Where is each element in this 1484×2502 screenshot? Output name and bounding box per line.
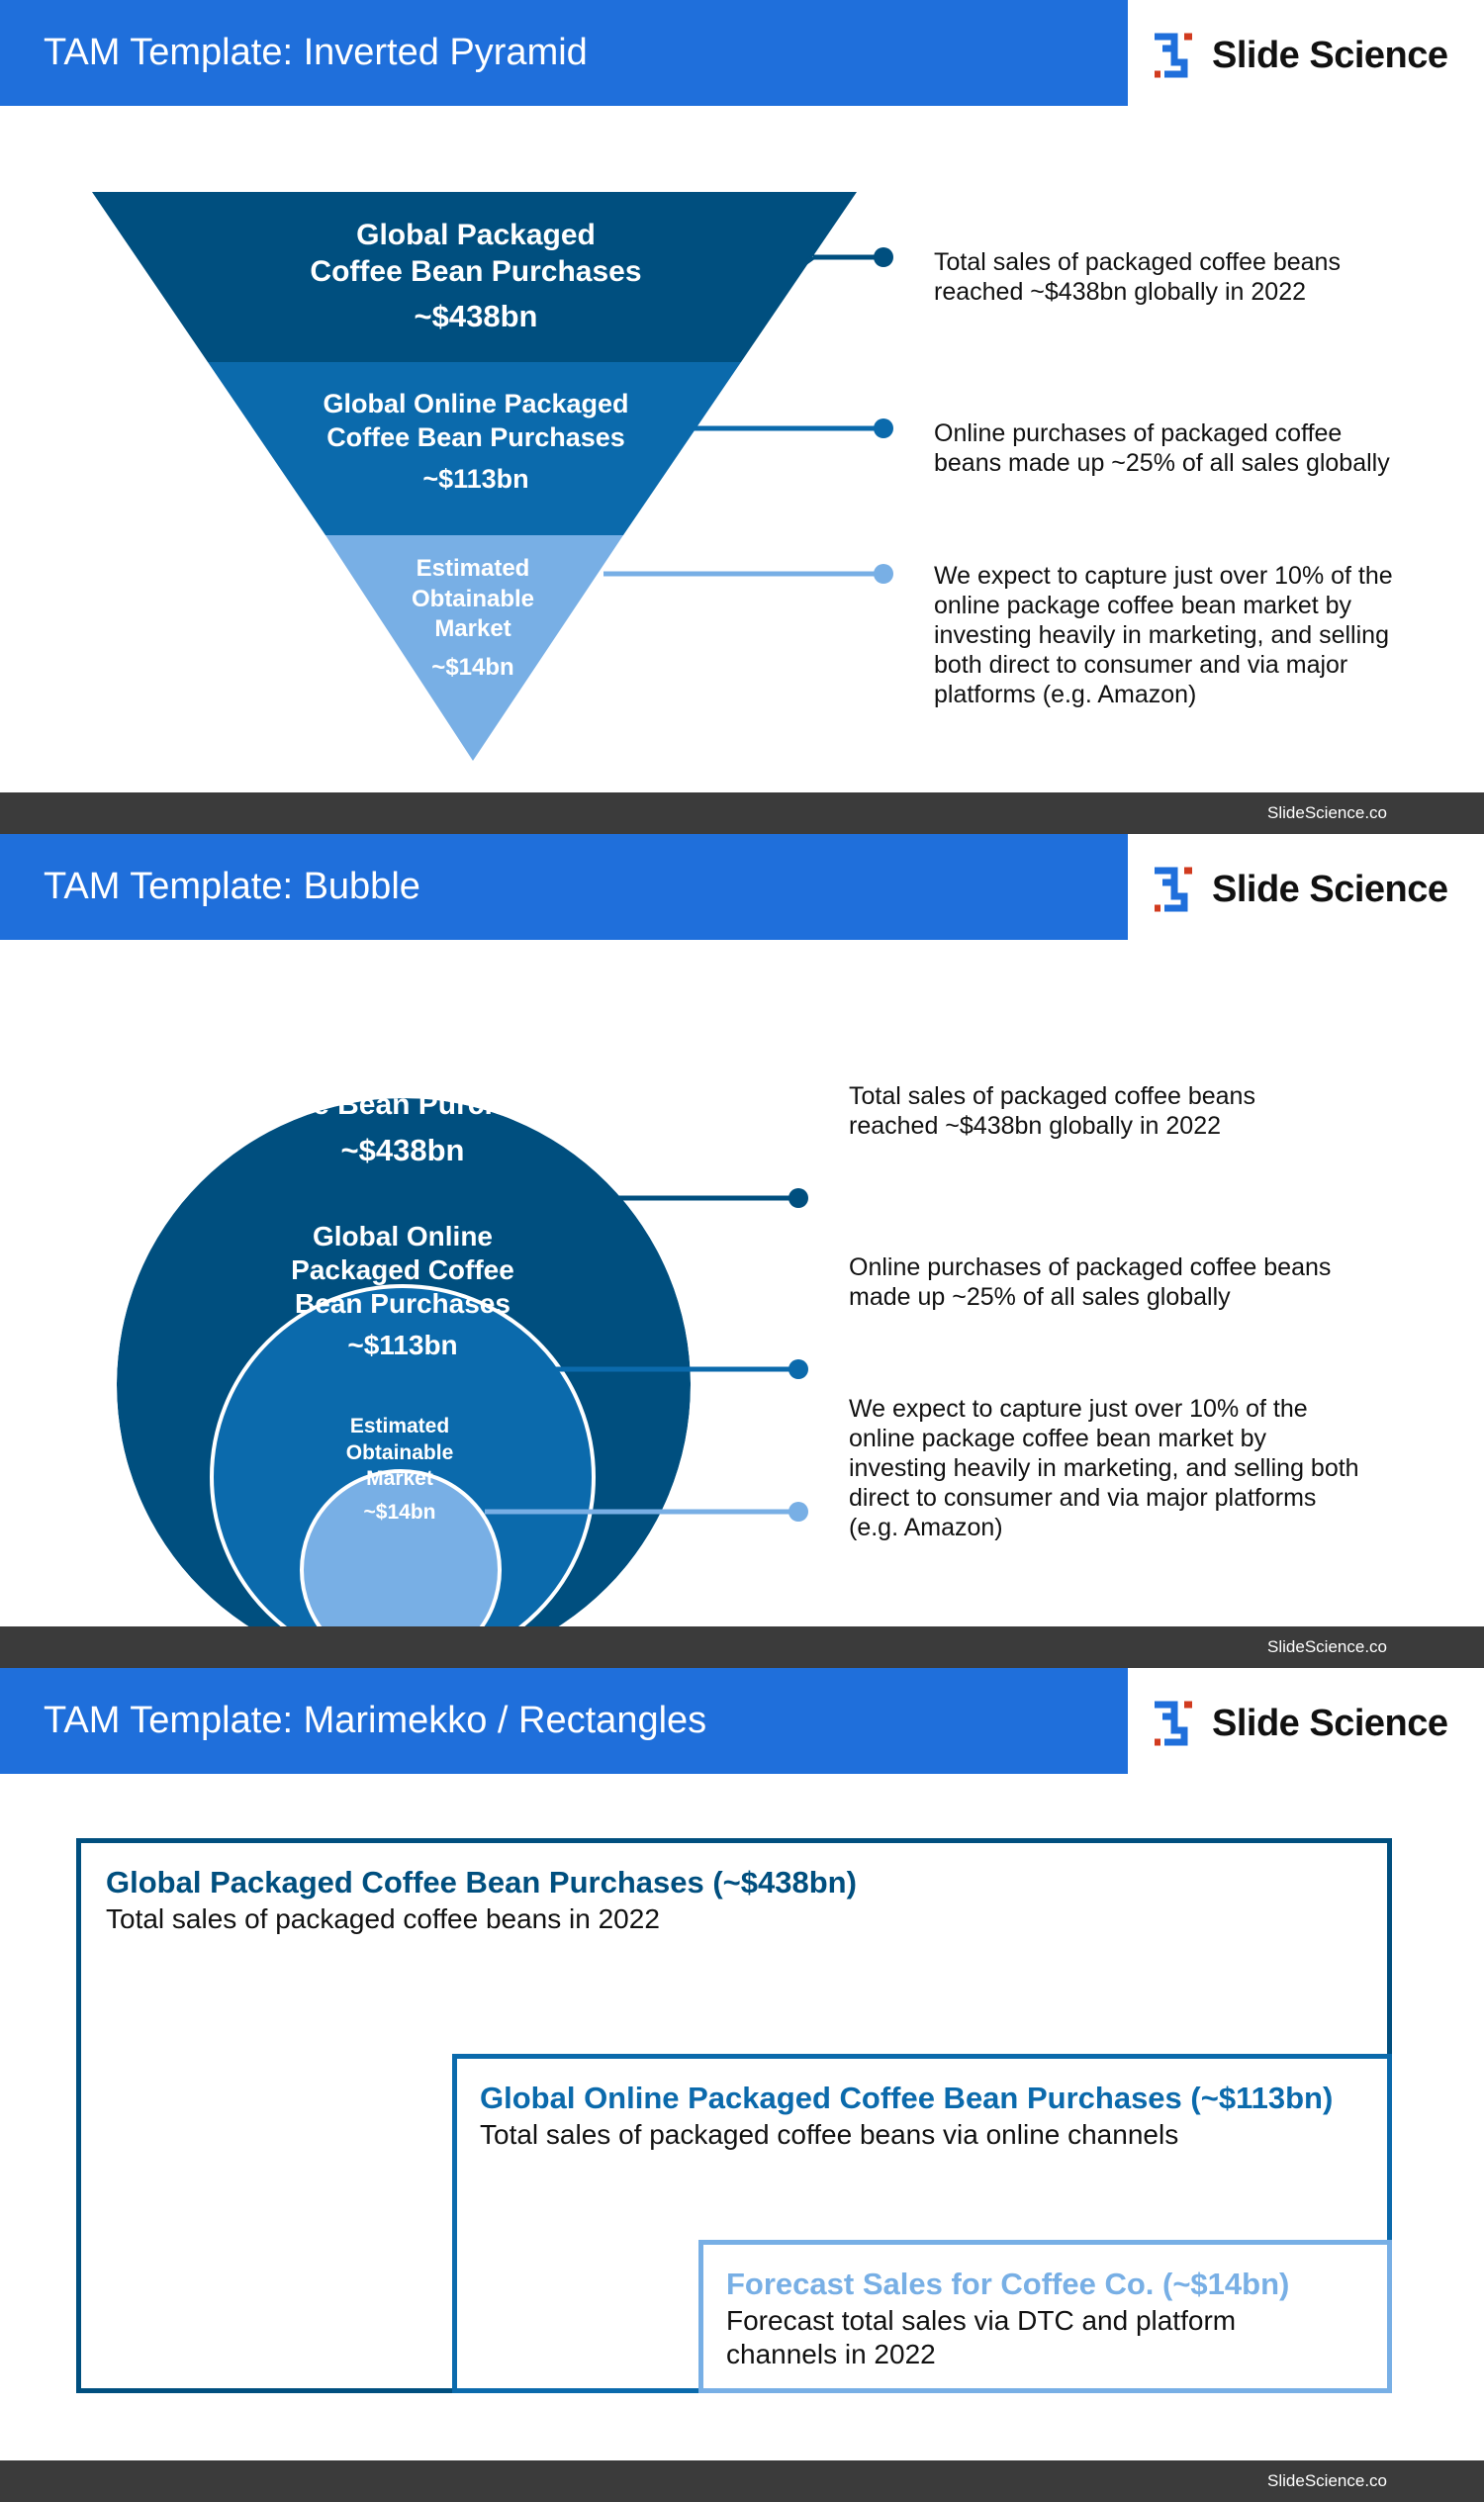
pyramid-note-2: Online purchases of packaged coffee bean…	[934, 419, 1390, 477]
pyramid-tier-2-label-line1: Global Online Packaged	[323, 389, 628, 418]
footer-url[interactable]: SlideScience.co	[1267, 2471, 1387, 2490]
bubble-outer-label-line2: Coffee Bean Purchases	[236, 1088, 568, 1121]
bubble-note-1: Total sales of packaged coffee beans rea…	[849, 1082, 1255, 1140]
slide-science-logo-icon	[1155, 1701, 1192, 1746]
bubble-inner-value: ~$14bn	[364, 1501, 436, 1524]
pyramid-tier-1-value: ~$438bn	[415, 299, 538, 333]
bubble-middle-label-line3: Bean Purchases	[295, 1288, 510, 1319]
slide-inverted-pyramid: TAM Template: Inverted Pyramid Slide Sci…	[0, 0, 1484, 834]
bubble-inner-label-line3: Market	[366, 1467, 433, 1490]
bubble-note-3: We expect to capture just over 10% of th…	[849, 1395, 1359, 1541]
slide-footer-bar: SlideScience.co	[0, 792, 1484, 834]
bubble-connector-dot-2	[788, 1359, 808, 1379]
pyramid-tier-1-label-line2: Coffee Bean Purchases	[310, 255, 641, 288]
slide-header-bar: TAM Template: Inverted Pyramid	[0, 0, 1128, 106]
brand-name: Slide Science	[1212, 1702, 1448, 1744]
inverted-pyramid-diagram: Global Packaged Coffee Bean Purchases ~$…	[92, 192, 893, 761]
bubble-connector-dot-1	[788, 1188, 808, 1208]
bubble-diagram: Global Packaged Coffee Bean Purchases ~$…	[117, 1052, 808, 1626]
slide-marimekko: TAM Template: Marimekko / Rectangles Sli…	[0, 1668, 1484, 2502]
pyramid-tier-1-label-line1: Global Packaged	[356, 219, 596, 251]
pyramid-connector-dot-2	[874, 418, 893, 438]
pyramid-tier-2-value: ~$113bn	[422, 464, 528, 494]
slide-bubble: TAM Template: Bubble Slide Science Glo	[0, 834, 1484, 1668]
slide-header-bar: TAM Template: Marimekko / Rectangles	[0, 1668, 1128, 1774]
footer-url[interactable]: SlideScience.co	[1267, 1637, 1387, 1656]
marimekko-box-middle-title: Global Online Packaged Coffee Bean Purch…	[480, 2081, 1334, 2115]
bubble-inner-label-line2: Obtainable	[346, 1441, 454, 1464]
pyramid-note-1: Total sales of packaged coffee beans rea…	[934, 248, 1341, 306]
marimekko-box-inner: Forecast Sales for Coffee Co. (~$14bn) F…	[698, 2240, 1392, 2393]
bubble-outer-label-line1: Global Packaged	[283, 1052, 522, 1084]
brand-logo: Slide Science	[1151, 1696, 1448, 1751]
bubble-middle-value: ~$113bn	[347, 1330, 457, 1360]
bubble-outer-value: ~$438bn	[341, 1133, 465, 1167]
bubble-middle-label-line1: Global Online	[313, 1221, 493, 1251]
bubble-note-2: Online purchases of packaged coffee bean…	[849, 1253, 1332, 1311]
pyramid-connector-dot-3	[874, 564, 893, 584]
bubble-middle-label-line2: Packaged Coffee	[291, 1254, 514, 1285]
pyramid-connector-dot-1	[874, 247, 893, 267]
slide-title: TAM Template: Bubble	[44, 866, 420, 907]
slide-science-logo-icon	[1155, 33, 1192, 78]
bubble-inner	[300, 1469, 502, 1626]
pyramid-tier-3-value: ~$14bn	[431, 654, 513, 681]
footer-url[interactable]: SlideScience.co	[1267, 803, 1387, 822]
pyramid-tier-2-label-line2: Coffee Bean Purchases	[326, 422, 625, 452]
slide-title: TAM Template: Inverted Pyramid	[44, 32, 588, 73]
pyramid-tier-3-label-line2: Obtainable	[412, 586, 534, 612]
slide-title: TAM Template: Marimekko / Rectangles	[44, 1700, 707, 1741]
pyramid-note-3: We expect to capture just over 10% of th…	[934, 562, 1393, 708]
brand-logo: Slide Science	[1151, 862, 1448, 917]
pyramid-tier-2	[208, 362, 741, 535]
brand-name: Slide Science	[1212, 868, 1448, 910]
marimekko-box-inner-description: Forecast total sales via DTC and platfor…	[726, 2305, 1237, 2369]
marimekko-box-inner-title: Forecast Sales for Coffee Co. (~$14bn)	[726, 2267, 1290, 2301]
marimekko-box-outer-description: Total sales of packaged coffee beans in …	[106, 1903, 660, 1934]
pyramid-tier-3-label-line3: Market	[434, 615, 510, 642]
pyramid-tier-3	[325, 535, 623, 761]
slide-science-logo-icon	[1155, 867, 1192, 912]
pyramid-connector-1-tail	[797, 254, 815, 270]
slide-footer-bar: SlideScience.co	[0, 1626, 1484, 1668]
brand-name: Slide Science	[1212, 34, 1448, 76]
bubble-inner-label-line1: Estimated	[350, 1415, 449, 1437]
brand-logo: Slide Science	[1151, 28, 1448, 83]
marimekko-box-middle-description: Total sales of packaged coffee beans via…	[480, 2119, 1179, 2150]
slide-header-bar: TAM Template: Bubble	[0, 834, 1128, 940]
pyramid-tier-3-label-line1: Estimated	[417, 555, 530, 582]
marimekko-box-outer-title: Global Packaged Coffee Bean Purchases (~…	[106, 1865, 857, 1900]
bubble-connector-dot-3	[788, 1502, 808, 1522]
pyramid-tier-1	[92, 192, 857, 362]
slide-footer-bar: SlideScience.co	[0, 2460, 1484, 2502]
